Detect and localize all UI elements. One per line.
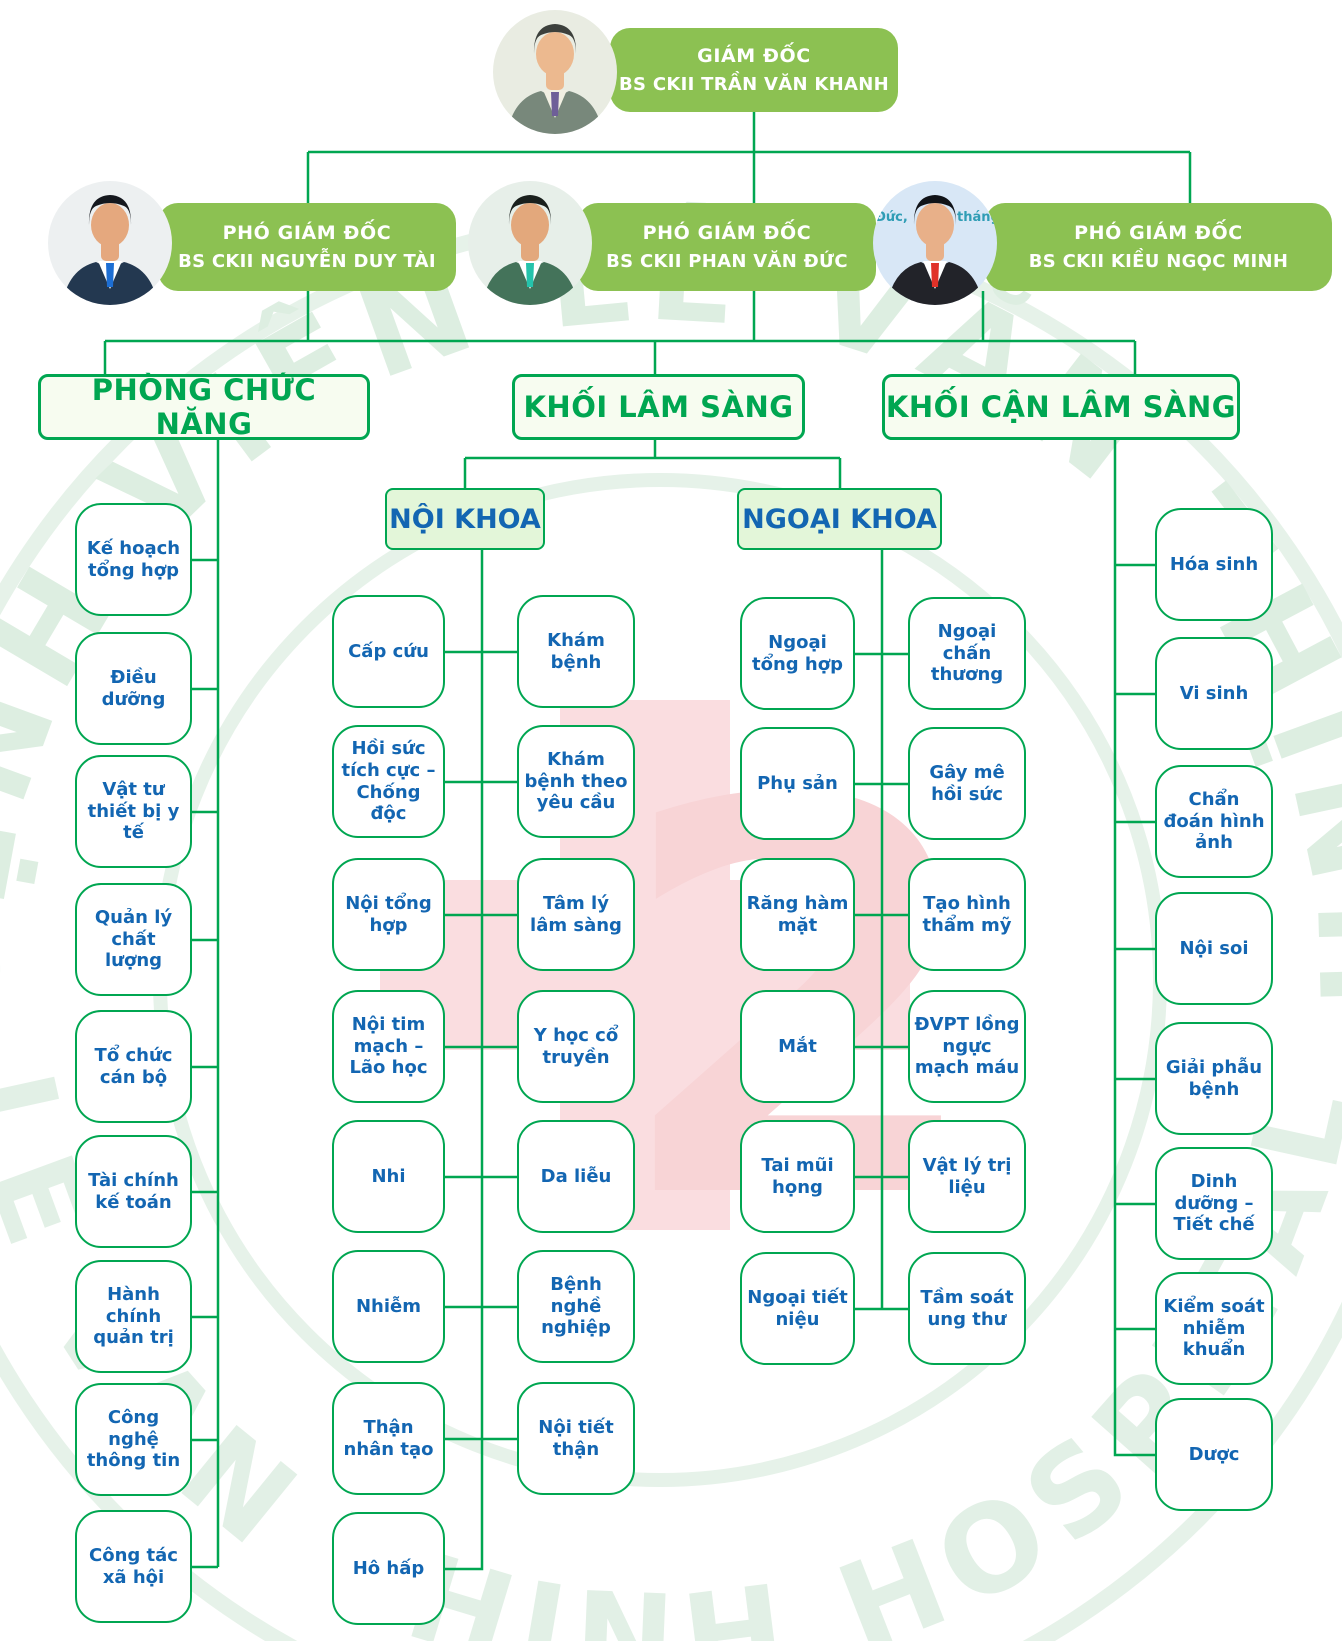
subheader-internal-medicine: NỘI KHOA (385, 488, 545, 550)
dept-vi-sinh: Vi sinh (1155, 637, 1273, 750)
deputy-title: PHÓ GIÁM ĐỐC (642, 222, 812, 244)
deputy-node-phan-van-duc: PHÓ GIÁM ĐỐC BS CKII PHAN VĂN ĐỨC (578, 203, 876, 291)
dept-ngoai-tong-hop: Ngoại tổng hợp (740, 597, 855, 710)
dept-tai-chinh-ke-toan: Tài chính kế toán (75, 1135, 192, 1248)
dept-chan-doan-hinh-anh: Chẩn đoán hình ảnh (1155, 765, 1273, 878)
deputy-name: BS CKII NGUYỄN DUY TÀI (178, 251, 436, 272)
deputy-title: PHÓ GIÁM ĐỐC (1074, 222, 1243, 244)
deputy-node-nguyen-duy-tai: PHÓ GIÁM ĐỐC BS CKII NGUYỄN DUY TÀI (158, 203, 456, 291)
dept-noi-soi: Nội soi (1155, 892, 1273, 1005)
dept-nhiem: Nhiễm (332, 1250, 445, 1363)
dept-vat-tu-thiet-bi-y-te: Vật tư thiết bị y tế (75, 755, 192, 868)
dept-ho-hap: Hô hấp (332, 1512, 445, 1625)
dept-quan-ly-chat-luong: Quản lý chất lượng (75, 883, 192, 996)
deputy-name: BS CKII KIỀU NGỌC MINH (1028, 251, 1289, 272)
connector-paraclinical (1113, 440, 1155, 1457)
connector-internal-medicine (445, 550, 517, 1571)
dept-hoi-suc-tich-cuc-chong-doc: Hồi sức tích cực – Chống độc (332, 725, 445, 838)
header-paraclinical-block: KHỐI CẬN LÂM SÀNG (882, 374, 1240, 440)
director-node: GIÁM ĐỐC BS CKII TRẦN VĂN KHANH (610, 28, 898, 112)
director-photo (493, 10, 617, 134)
director-name: BS CKII TRẦN VĂN KHANH (618, 74, 890, 95)
dept-benh-nghe-nghiep: Bệnh nghề nghiệp (517, 1250, 635, 1363)
dept-ke-hoach-tong-hop: Kế hoạch tổng hợp (75, 503, 192, 616)
dept-kham-benh-theo-yeu-cau: Khám bệnh theo yêu cầu (517, 725, 635, 838)
dept-y-hoc-co-truyen: Y học cổ truyền (517, 990, 635, 1103)
dept-gay-me-hoi-suc: Gây mê hồi sức (908, 727, 1026, 840)
deputy-name: BS CKII PHAN VĂN ĐỨC (606, 251, 848, 272)
subheader-surgery: NGOẠI KHOA (737, 488, 942, 550)
header-functional-departments: PHÒNG CHỨC NĂNG (38, 373, 370, 441)
dept-da-lieu: Da liễu (517, 1120, 635, 1233)
dept-duoc: Dược (1155, 1398, 1273, 1511)
dept-mat: Mắt (740, 990, 855, 1103)
dept-dinh-duong-tiet-che: Dinh dưỡng – Tiết chế (1155, 1147, 1273, 1260)
dept-ngoai-chan-thuong: Ngoại chấn thương (908, 597, 1026, 710)
connector-functional (192, 440, 220, 1569)
dept-giai-phau-benh: Giải phẫu bệnh (1155, 1022, 1273, 1135)
dept-to-chuc-can-bo: Tổ chức cán bộ (75, 1010, 192, 1123)
dept-kiem-soat-nhiem-khuan: Kiểm soát nhiễm khuẩn (1155, 1272, 1273, 1385)
director-title: GIÁM ĐỐC (697, 45, 811, 67)
dept-tam-ly-lam-sang: Tâm lý lâm sàng (517, 858, 635, 971)
photo-backdrop-text-left: Đức, (875, 210, 908, 225)
dept-tam-soat-ung-thu: Tầm soát ung thư (908, 1252, 1026, 1365)
dept-hoa-sinh: Hóa sinh (1155, 508, 1273, 621)
red-cross-watermark (380, 700, 910, 1230)
deputy-photo-nguyen-duy-tai (48, 181, 172, 305)
deputy-photo-phan-van-duc (468, 181, 592, 305)
dept-rang-ham-mat: Răng hàm mặt (740, 858, 855, 971)
dept-cong-tac-xa-hoi: Công tác xã hội (75, 1510, 192, 1623)
dept-vat-ly-tri-lieu: Vật lý trị liệu (908, 1120, 1026, 1233)
dept-noi-tong-hop: Nội tổng hợp (332, 858, 445, 971)
dept-noi-tim-mach-lao-hoc: Nội tim mạch – Lão học (332, 990, 445, 1103)
dept-tai-mui-hong: Tai mũi họng (740, 1120, 855, 1233)
photo-backdrop-text-right: tháng (957, 210, 997, 225)
dept-hanh-chinh-quan-tri: Hành chính quản trị (75, 1260, 192, 1373)
dept-cap-cuu: Cấp cứu (332, 595, 445, 708)
dept-than-nhan-tao: Thận nhân tạo (332, 1382, 445, 1495)
dept-dvpt-long-nguc-mach-mau: ĐVPT lồng ngực mạch máu (908, 990, 1026, 1103)
dept-phu-san: Phụ sản (740, 727, 855, 840)
deputy-title: PHÓ GIÁM ĐỐC (222, 222, 392, 244)
dept-nhi: Nhi (332, 1120, 445, 1233)
dept-tao-hinh-tham-my: Tạo hình thẩm mỹ (908, 858, 1026, 971)
dept-ngoai-tiet-nieu: Ngoại tiết niệu (740, 1252, 855, 1365)
dept-dieu-duong: Điều dưỡng (75, 632, 192, 745)
dept-noi-tiet-than: Nội tiết thận (517, 1382, 635, 1495)
deputy-node-kieu-ngoc-minh: PHÓ GIÁM ĐỐC BS CKII KIỀU NGỌC MINH (985, 203, 1332, 291)
dept-cong-nghe-thong-tin: Công nghệ thông tin (75, 1383, 192, 1496)
deputy-photo-kieu-ngoc-minh: Đức, tháng (873, 181, 997, 305)
dept-kham-benh: Khám bệnh (517, 595, 635, 708)
connector-surgery (855, 550, 908, 1311)
header-clinical-block: KHỐI LÂM SÀNG (512, 374, 805, 440)
